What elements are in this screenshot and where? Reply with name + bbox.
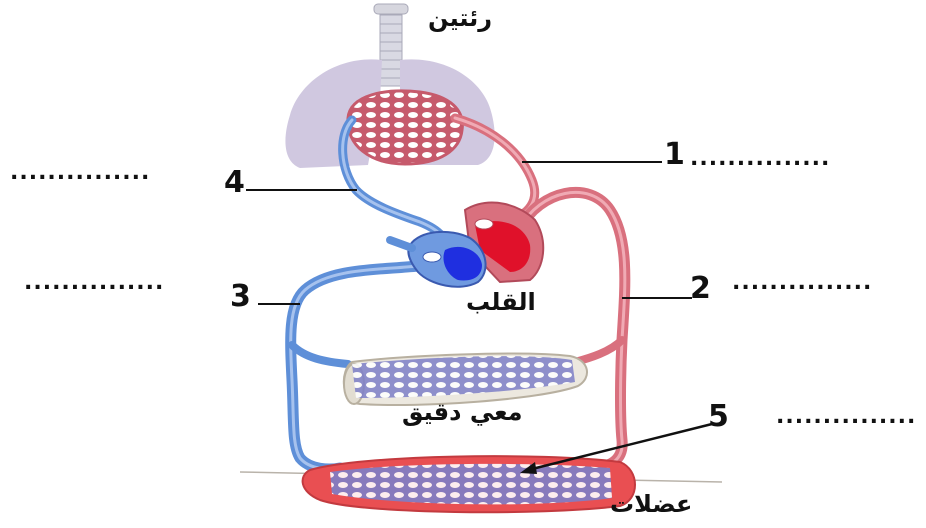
lung-capillary-bed — [348, 91, 462, 164]
answer-blank-1[interactable]: ............... — [690, 148, 830, 170]
label-heart: القلب — [466, 288, 536, 316]
label-lungs: رئتين — [428, 4, 492, 32]
number-2: 2 — [690, 274, 711, 304]
answer-blank-4[interactable]: ............... — [10, 162, 150, 184]
label-intestine: معي دقيق — [402, 398, 523, 426]
answer-blank-2[interactable]: ............... — [732, 272, 872, 294]
number-1: 1 — [664, 140, 685, 170]
label-muscles: عضلات — [610, 490, 692, 518]
number-5: 5 — [708, 402, 729, 432]
answer-blank-5[interactable]: ............... — [776, 406, 916, 428]
answer-blank-3[interactable]: ............... — [24, 272, 164, 294]
number-3: 3 — [230, 282, 251, 312]
number-4: 4 — [224, 168, 245, 198]
